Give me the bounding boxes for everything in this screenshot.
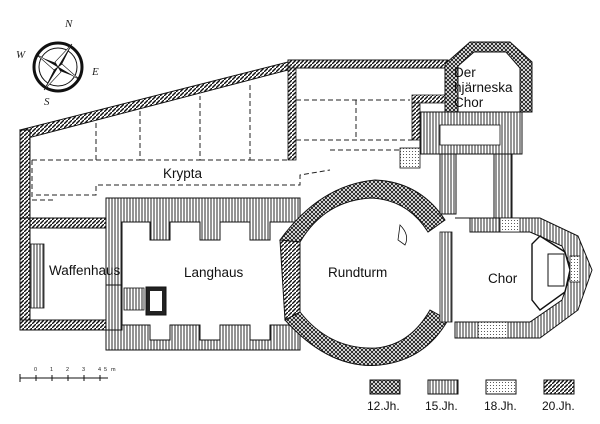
legend-swatch-dots (485, 379, 517, 395)
langhaus-walls (105, 197, 301, 351)
rundturm-walls (279, 179, 453, 366)
waffenhaus-label: Waffenhaus (49, 263, 121, 278)
scale-tick-3: 3 (82, 367, 86, 373)
krypta-dashed-outlines (31, 84, 412, 201)
chor-walls (454, 217, 593, 339)
krypta-walls (19, 59, 449, 219)
legend-label-12jh: 12.Jh. (367, 399, 400, 413)
hjarneska-chor-label-line2: hjärneska (454, 80, 513, 95)
hjarneska-chor-label-line1: Der (454, 65, 476, 80)
waffenhaus-walls (19, 217, 107, 331)
scale-tick-0: 0 (34, 367, 38, 373)
scale-tick-4: 4 (98, 367, 102, 373)
compass-west-label: W (16, 49, 26, 61)
legend-swatches (369, 379, 575, 395)
legend-swatch-diagonal (543, 379, 575, 395)
legend-label-15jh: 15.Jh. (425, 399, 458, 413)
chor-label: Chor (488, 271, 518, 286)
compass-south-label: S (44, 96, 50, 108)
legend-label-20jh: 20.Jh. (542, 399, 575, 413)
krypta-label: Krypta (163, 166, 203, 181)
legend-label-18jh: 18.Jh. (484, 399, 517, 413)
legend-swatch-crosshatch (369, 379, 401, 395)
scale-unit: m (111, 367, 116, 373)
hjarneska-chor-label-line3: Chor (454, 95, 484, 110)
compass-east-label: E (92, 66, 99, 78)
rundturm-label: Rundturm (328, 265, 388, 280)
scale-tick-5: 5 (104, 367, 108, 373)
langhaus-label: Langhaus (184, 265, 244, 280)
compass-north-label: N (65, 18, 73, 30)
legend-swatch-vertical (427, 379, 459, 395)
scale-tick-1: 1 (50, 367, 54, 373)
compass-rose-icon (32, 41, 84, 93)
hjarneska-chor-walls (399, 41, 533, 221)
scale-bar (19, 374, 108, 382)
scale-tick-2: 2 (66, 367, 70, 373)
